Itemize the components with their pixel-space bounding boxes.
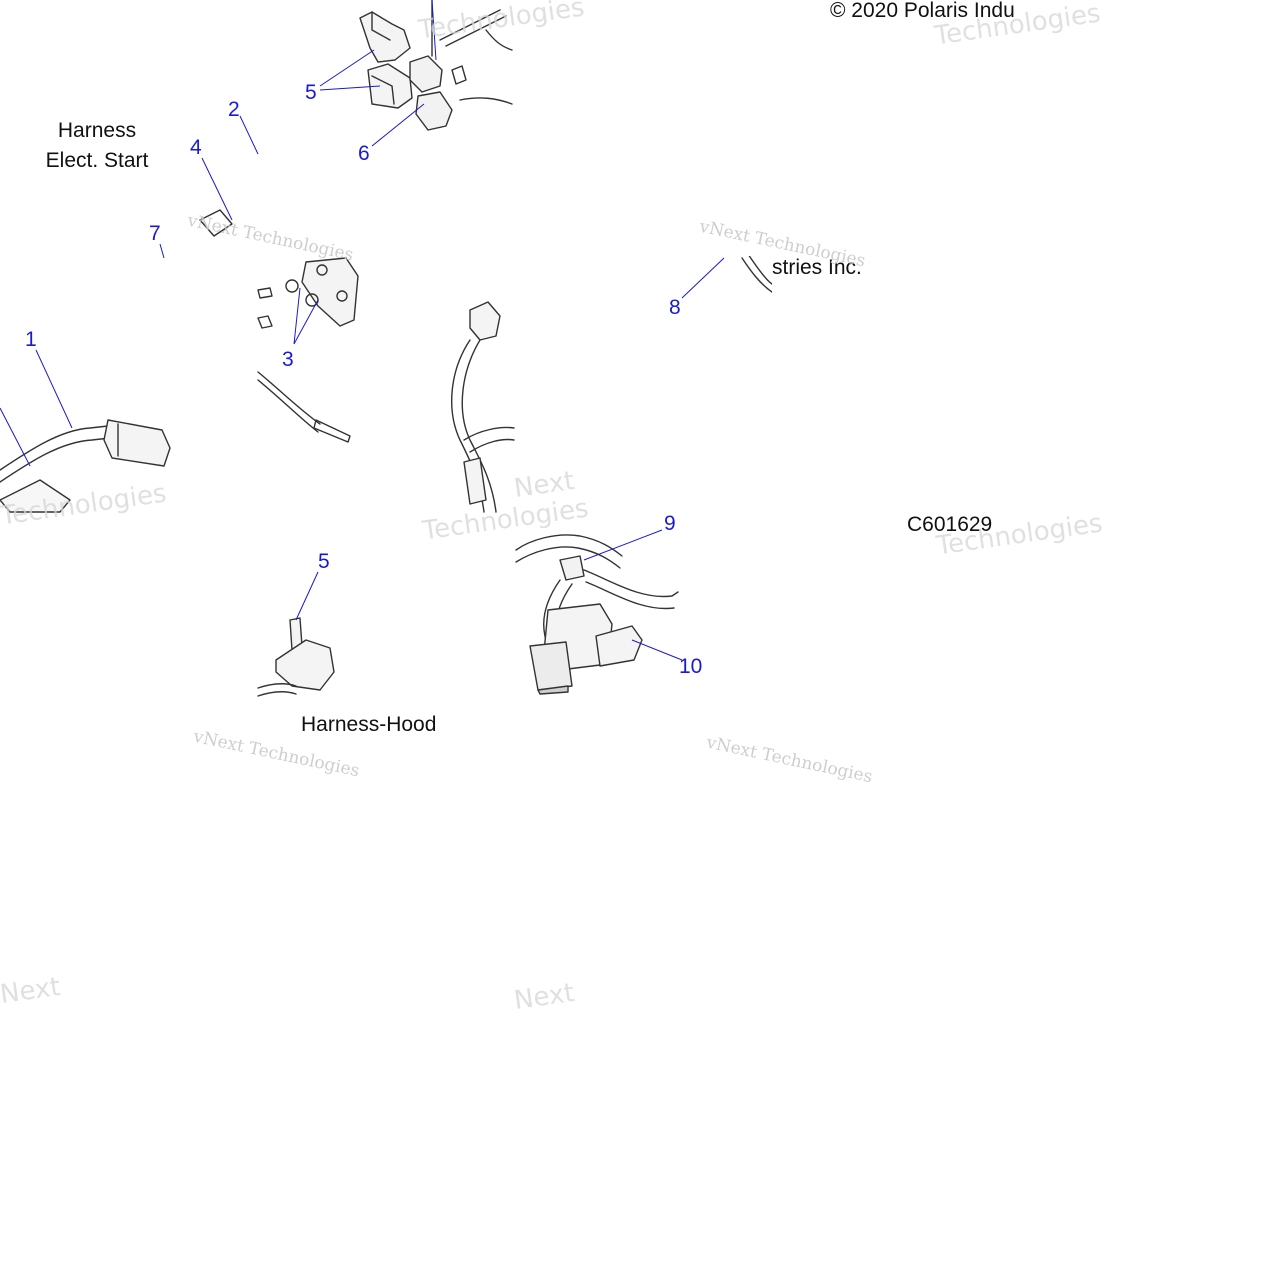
callout-7: 7	[149, 222, 161, 245]
callout-8: 8	[669, 296, 681, 319]
copyright-text-continued: stries Inc.	[772, 256, 862, 279]
hood-clip-5-drawing	[257, 617, 335, 697]
harness-elect-start-title-line2: Elect. Start	[45, 149, 149, 173]
harness-elect-start-title-line1: Harness	[57, 119, 137, 142]
callout-1: 1	[25, 328, 37, 351]
part-code-label: C601629	[907, 513, 993, 536]
top-wires-drawing	[431, 0, 513, 105]
callout-5-bottom: 5	[318, 550, 330, 573]
callout-3: 3	[282, 348, 294, 371]
harness-elect-start-title: Harness Elect. Start	[38, 118, 156, 173]
connector-6-drawing	[409, 55, 467, 131]
tile-breaks	[514, 0, 1032, 514]
harness-elect-start-drawing	[0, 209, 273, 513]
connector-assembly-9-10-drawing	[515, 534, 679, 695]
callout-5-top: 5	[305, 81, 317, 104]
callout-6: 6	[358, 142, 370, 165]
copyright-text: © 2020 Polaris Indu	[830, 0, 1015, 22]
callout-4: 4	[190, 136, 202, 159]
harness-hood-wire-drawing	[451, 301, 515, 513]
callout-2: 2	[228, 98, 240, 121]
callout-9: 9	[664, 512, 676, 535]
harness-hood-title: Harness-Hood	[301, 713, 437, 736]
mount-plate-3-drawing	[285, 257, 359, 327]
harness-wire-8-drawing	[741, 253, 773, 293]
hood-clip-pair-drawing	[359, 11, 413, 109]
callout-10: 10	[679, 655, 703, 678]
cable-drawing	[257, 371, 351, 443]
leader-lines	[0, 0, 725, 661]
